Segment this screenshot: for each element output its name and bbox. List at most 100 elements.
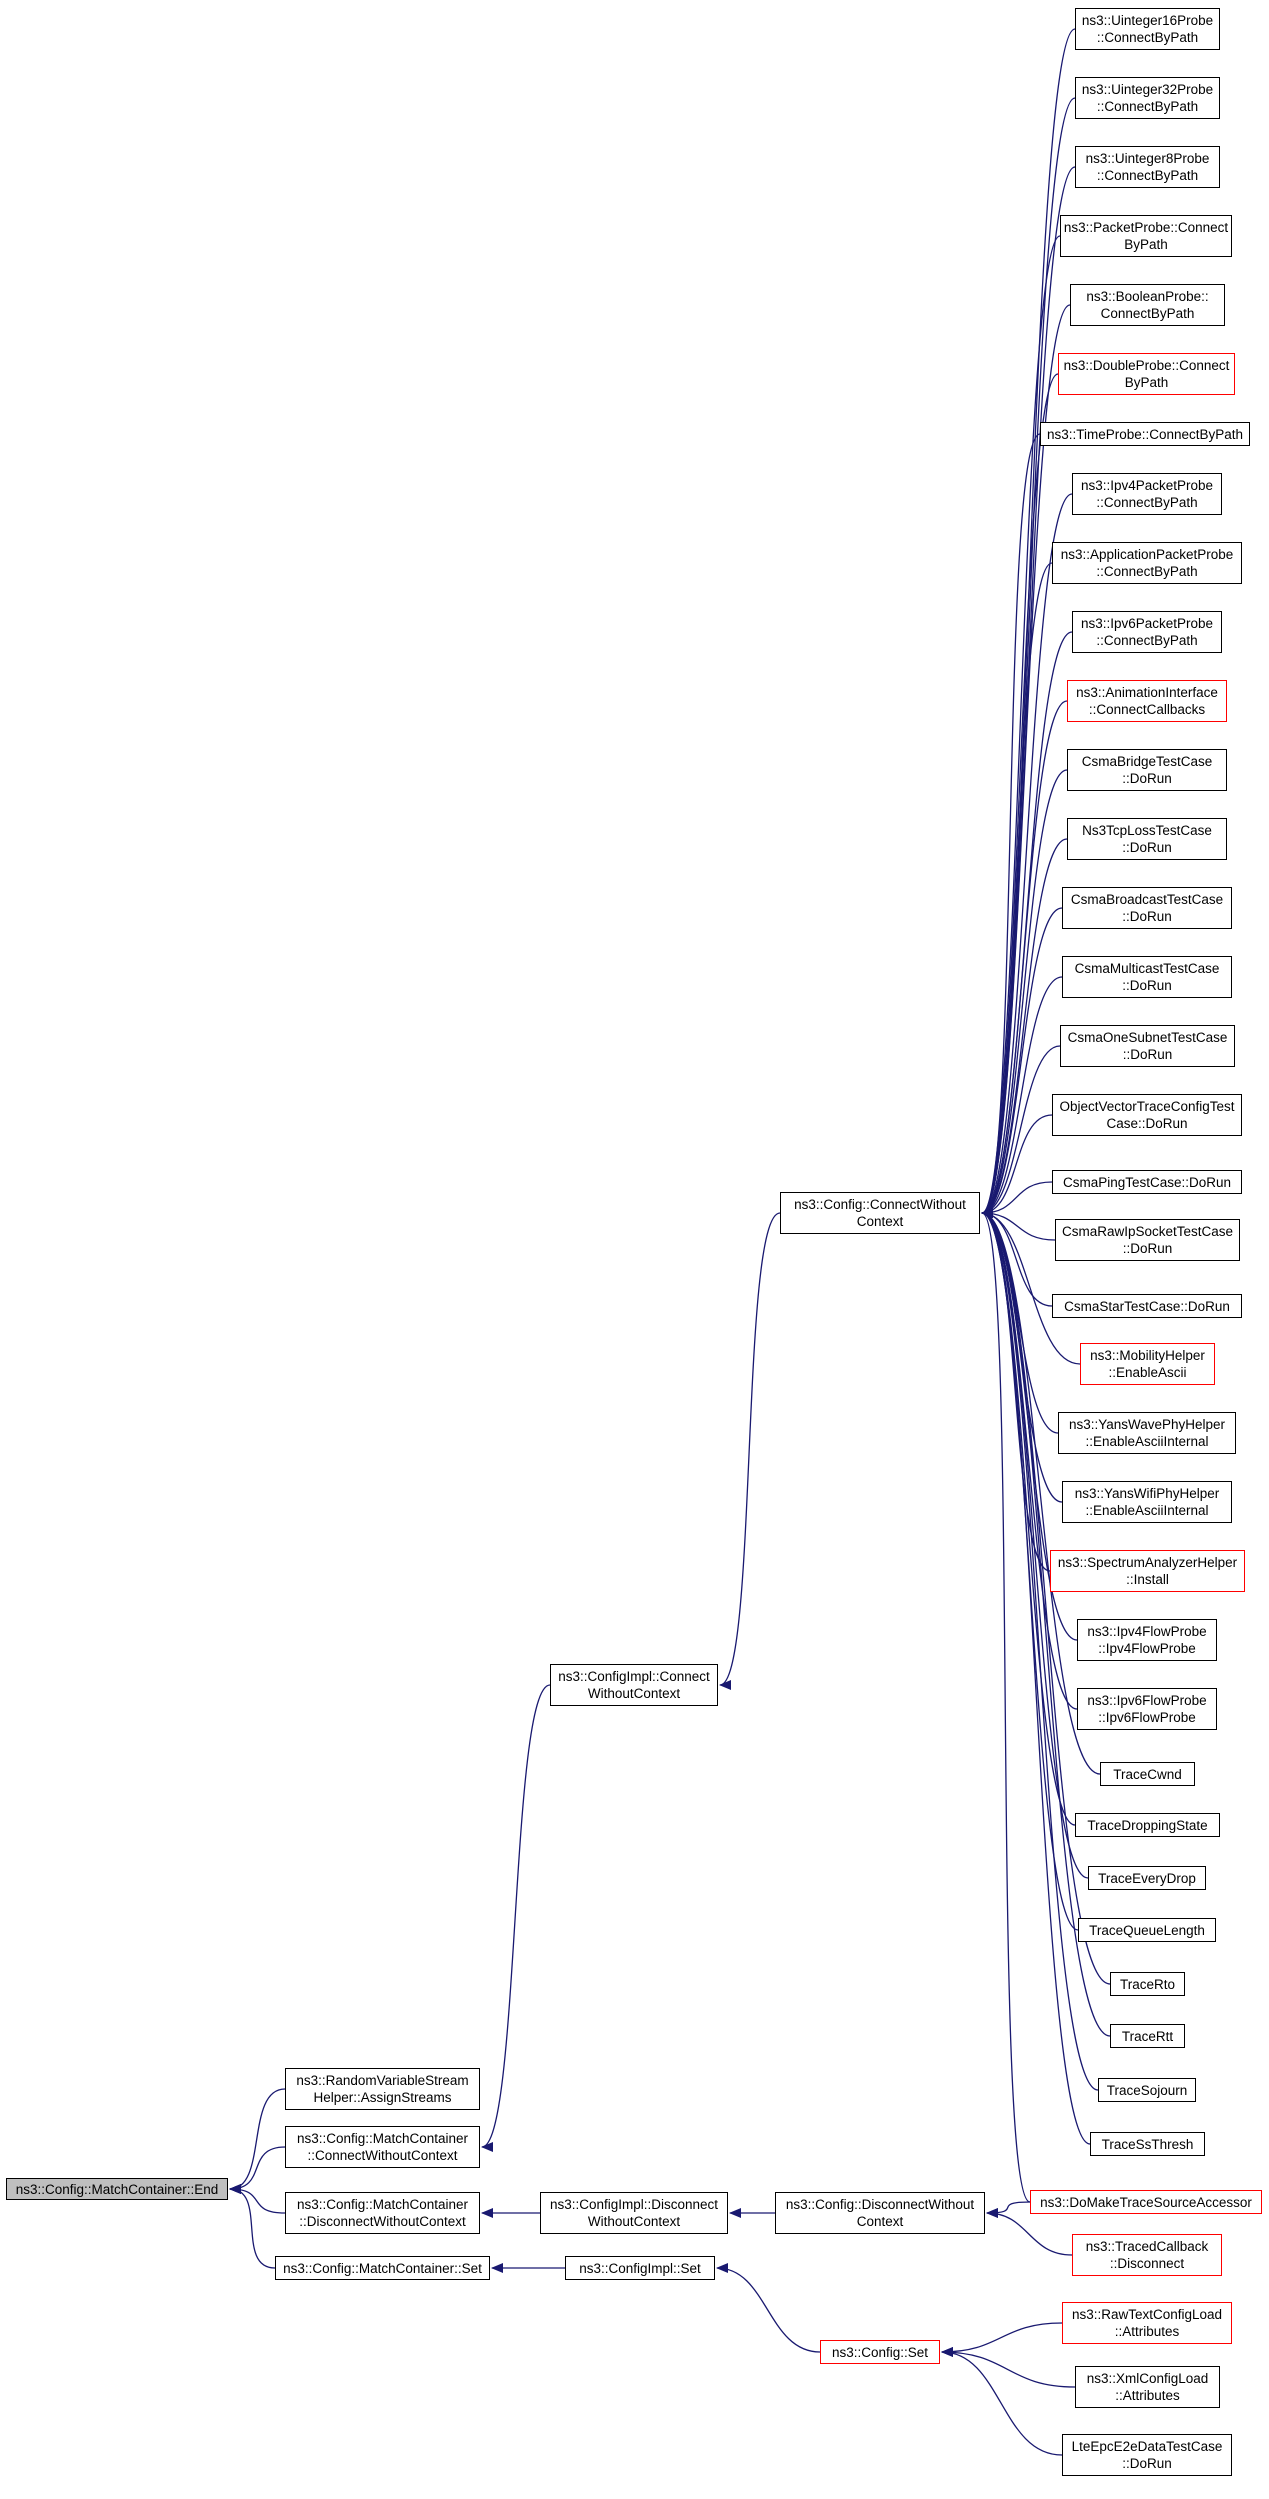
node-label-line: ns3::SpectrumAnalyzerHelper — [1057, 1555, 1238, 1570]
graph-node[interactable]: Ns3TcpLossTestCase::DoRun — [1067, 818, 1227, 860]
node-label-line: ns3::ConfigImpl::Connect — [558, 1669, 710, 1684]
graph-node[interactable]: TraceSsThresh — [1090, 2132, 1205, 2156]
graph-node[interactable]: ns3::Ipv6PacketProbe::ConnectByPath — [1072, 611, 1222, 653]
node-label-line: ::ConnectByPath — [1096, 633, 1198, 648]
node-label-line: ns3::Uinteger16Probe — [1081, 13, 1214, 28]
graph-node[interactable]: ns3::Ipv4FlowProbe::Ipv4FlowProbe — [1077, 1619, 1217, 1661]
node-label-line: ns3::BooleanProbe:: — [1086, 289, 1209, 304]
graph-node[interactable]: ns3::ApplicationPacketProbe::ConnectByPa… — [1052, 542, 1242, 584]
node-label-line: ::DoRun — [1122, 1047, 1173, 1062]
node-label-line: ns3::AnimationInterface — [1076, 685, 1218, 700]
call-edge — [941, 2322, 1063, 2357]
node-label-line: ::EnableAsciiInternal — [1085, 1503, 1209, 1518]
node-label-line: ns3::Uinteger32Probe — [1081, 82, 1214, 97]
node-label-line: TraceSojourn — [1106, 2082, 1188, 2098]
call-edge — [981, 838, 1068, 1218]
node-label-line: ::Attributes — [1114, 2324, 1180, 2339]
call-edge — [229, 2184, 286, 2214]
graph-node[interactable]: ns3::Config::MatchContainer::ConnectWith… — [285, 2126, 480, 2168]
graph-node[interactable]: CsmaOneSubnetTestCase::DoRun — [1060, 1025, 1235, 1067]
node-label-line: WithoutContext — [587, 1686, 681, 1701]
node-label-line: ::Install — [1126, 1572, 1169, 1587]
node-label-line: Helper::AssignStreams — [313, 2090, 452, 2105]
call-edge — [481, 1684, 551, 2152]
node-label-line: ns3::PacketProbe::Connect — [1063, 220, 1229, 235]
graph-node[interactable]: ns3::TracedCallback::Disconnect — [1072, 2234, 1222, 2276]
graph-node[interactable]: TraceEveryDrop — [1088, 1866, 1206, 1890]
graph-node[interactable]: ns3::DoMakeTraceSourceAccessor — [1030, 2190, 1262, 2214]
node-label-line: TraceRtt — [1121, 2028, 1174, 2044]
node-label-line: CsmaBridgeTestCase — [1081, 754, 1213, 769]
graph-node[interactable]: TraceDroppingState — [1075, 1813, 1220, 1837]
node-label-line: ::ConnectByPath — [1096, 168, 1199, 183]
call-edge — [981, 433, 1041, 1218]
graph-node[interactable]: ns3::Uinteger16Probe::ConnectByPath — [1075, 8, 1220, 50]
node-label-line: ns3::Ipv6PacketProbe — [1080, 616, 1214, 631]
node-label-line: ::DoRun — [1122, 2456, 1172, 2471]
node-label-line: Case::DoRun — [1106, 1116, 1188, 1131]
graph-node[interactable]: ns3::YansWifiPhyHelper::EnableAsciiInter… — [1062, 1481, 1232, 1523]
graph-node[interactable]: ns3::XmlConfigLoad::Attributes — [1075, 2366, 1220, 2408]
node-label-line: ::DoRun — [1122, 978, 1172, 993]
call-edge — [981, 1208, 1031, 2203]
node-label-line: ByPath — [1124, 237, 1168, 252]
graph-node[interactable]: ns3::Uinteger8Probe::ConnectByPath — [1075, 146, 1220, 188]
call-edge — [229, 2088, 286, 2194]
graph-node[interactable]: ns3::Ipv4PacketProbe::ConnectByPath — [1072, 473, 1222, 515]
graph-node[interactable]: TraceQueueLength — [1078, 1918, 1216, 1942]
graph-node[interactable]: ns3::Config::MatchContainer::DisconnectW… — [285, 2192, 480, 2234]
node-label-line: ns3::Ipv4FlowProbe — [1087, 1624, 1207, 1639]
node-label-line: ::DoRun — [1122, 840, 1172, 855]
graph-node[interactable]: TraceRtt — [1110, 2024, 1185, 2048]
graph-node[interactable]: LteEpcE2eDataTestCase::DoRun — [1062, 2434, 1232, 2476]
graph-node[interactable]: TraceRto — [1110, 1972, 1185, 1996]
call-edge — [229, 2184, 276, 2269]
node-label-line: ns3::TimeProbe::ConnectByPath — [1046, 426, 1244, 442]
graph-node[interactable]: ns3::Uinteger32Probe::ConnectByPath — [1075, 77, 1220, 119]
graph-node[interactable]: ns3::RawTextConfigLoad::Attributes — [1062, 2302, 1232, 2344]
graph-node[interactable]: CsmaStarTestCase::DoRun — [1052, 1294, 1242, 1318]
graph-node[interactable]: TraceCwnd — [1100, 1762, 1195, 1786]
graph-node[interactable]: CsmaBroadcastTestCase::DoRun — [1062, 887, 1232, 929]
graph-node[interactable]: CsmaPingTestCase::DoRun — [1052, 1170, 1242, 1194]
node-label-line: TraceQueueLength — [1089, 1922, 1205, 1938]
graph-node[interactable]: ns3::YansWavePhyHelper::EnableAsciiInter… — [1058, 1412, 1236, 1454]
node-label-line: TraceDroppingState — [1087, 1817, 1208, 1833]
graph-node[interactable]: ns3::ConfigImpl::Set — [565, 2256, 715, 2280]
graph-node[interactable]: ns3::SpectrumAnalyzerHelper::Install — [1050, 1550, 1245, 1592]
graph-node[interactable]: ns3::AnimationInterface::ConnectCallback… — [1067, 680, 1227, 722]
node-label-line: ns3::Config::ConnectWithout — [794, 1197, 966, 1212]
graph-node[interactable]: ns3::Ipv6FlowProbe::Ipv6FlowProbe — [1077, 1688, 1217, 1730]
call-edge — [981, 1208, 1091, 2145]
call-edge — [981, 562, 1053, 1218]
node-label-line: ObjectVectorTraceConfigTest — [1059, 1099, 1235, 1114]
graph-node[interactable]: CsmaBridgeTestCase::DoRun — [1067, 749, 1227, 791]
node-label-line: CsmaOneSubnetTestCase — [1067, 1030, 1228, 1045]
call-edge — [981, 373, 1059, 1218]
graph-node[interactable]: ns3::BooleanProbe::ConnectByPath — [1070, 284, 1225, 326]
graph-node[interactable]: ns3::Config::MatchContainer::Set — [275, 2256, 490, 2280]
node-label-line: ::Attributes — [1115, 2388, 1180, 2403]
call-edge — [941, 2347, 1063, 2456]
graph-node[interactable]: ns3::TimeProbe::ConnectByPath — [1040, 422, 1250, 446]
node-label-line: ns3::ConfigImpl::Disconnect — [549, 2197, 719, 2212]
node-label-line: ns3::DoMakeTraceSourceAccessor — [1040, 2194, 1252, 2210]
graph-node[interactable]: TraceSojourn — [1098, 2078, 1196, 2102]
graph-node[interactable]: ns3::Config::Set — [820, 2340, 940, 2364]
call-edge — [716, 2263, 821, 2353]
graph-node[interactable]: CsmaRawIpSocketTestCase::DoRun — [1055, 1219, 1240, 1261]
node-label-line: ConnectByPath — [1100, 306, 1195, 321]
graph-node[interactable]: CsmaMulticastTestCase::DoRun — [1062, 956, 1232, 998]
graph-node[interactable]: ns3::MobilityHelper::EnableAscii — [1080, 1343, 1215, 1385]
node-label-line: ::ConnectByPath — [1096, 564, 1198, 579]
node-label-line: ::DisconnectWithoutContext — [299, 2214, 466, 2229]
